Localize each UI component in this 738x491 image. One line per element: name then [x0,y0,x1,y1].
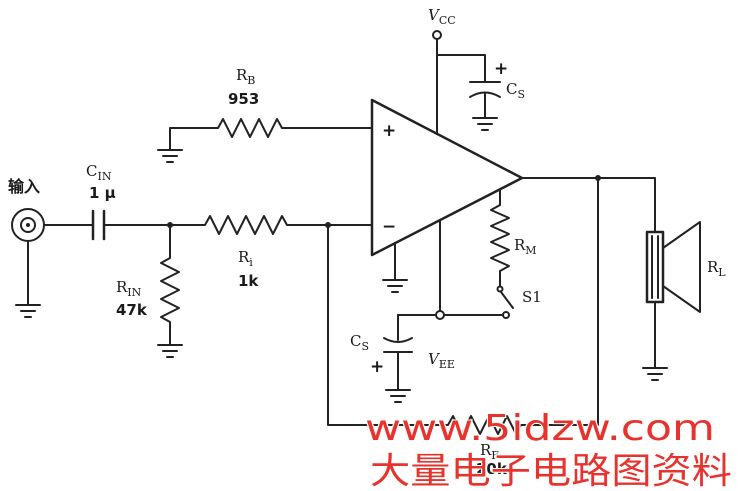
cs-top-label: CS [506,80,525,101]
rf-value: 20k [476,460,508,478]
ri-value: 1k [238,272,259,290]
vcc-terminal [432,30,442,40]
rf-feedback-resistor [327,177,599,435]
rin-value: 47k [116,301,148,319]
vcc-label: VCC [428,6,456,27]
input-jack-inner [20,217,36,233]
rm-resistor [490,188,510,287]
cs-top-polarity: + [494,59,508,79]
rb-resistor [169,118,373,151]
ground-cs-top [472,117,498,131]
cs-bottom-label: CS [350,332,369,353]
watermark-url: www.5idzw.com [365,408,715,449]
ground-input [15,304,41,318]
vee-label: VEE [428,350,455,371]
opamp-triangle [370,98,524,257]
cin-label: CIN [86,162,112,183]
speaker-icon [645,221,701,313]
s1-blade [500,291,514,309]
cin-value: 1 μ [89,184,116,202]
rb-value: 953 [228,90,259,108]
cs-top-wire [436,54,486,83]
cs-bottom-plate-negative [383,337,413,343]
rb-label: RB [236,66,255,87]
s1-label: S1 [522,288,542,306]
ground-speaker [642,367,668,381]
rin-resistor [160,224,180,346]
opamp-noninverting-sign: + [382,121,396,141]
ground-opamp [382,279,408,293]
vee-terminal [435,310,445,320]
rl-label: RL [707,258,726,279]
ri-resistor [103,215,373,235]
input-label: 输入 [8,177,40,196]
ground-cs-bottom [385,389,411,403]
opamp-inverting-sign: − [382,217,396,237]
s1-pivot [496,285,504,293]
rin-label: RIN [116,278,142,299]
rm-label: RM [514,236,537,257]
input-jack-pin [26,223,30,227]
ground-rin [157,344,183,358]
output-wire [521,177,656,233]
ground-rb [157,149,183,163]
s1-contact [502,311,510,319]
watermark-caption: 大量电子电路图资料 [370,451,732,491]
cs-bottom-polarity: + [370,357,384,377]
rf-label: RF [480,441,499,462]
ri-label: Ri [238,248,253,269]
